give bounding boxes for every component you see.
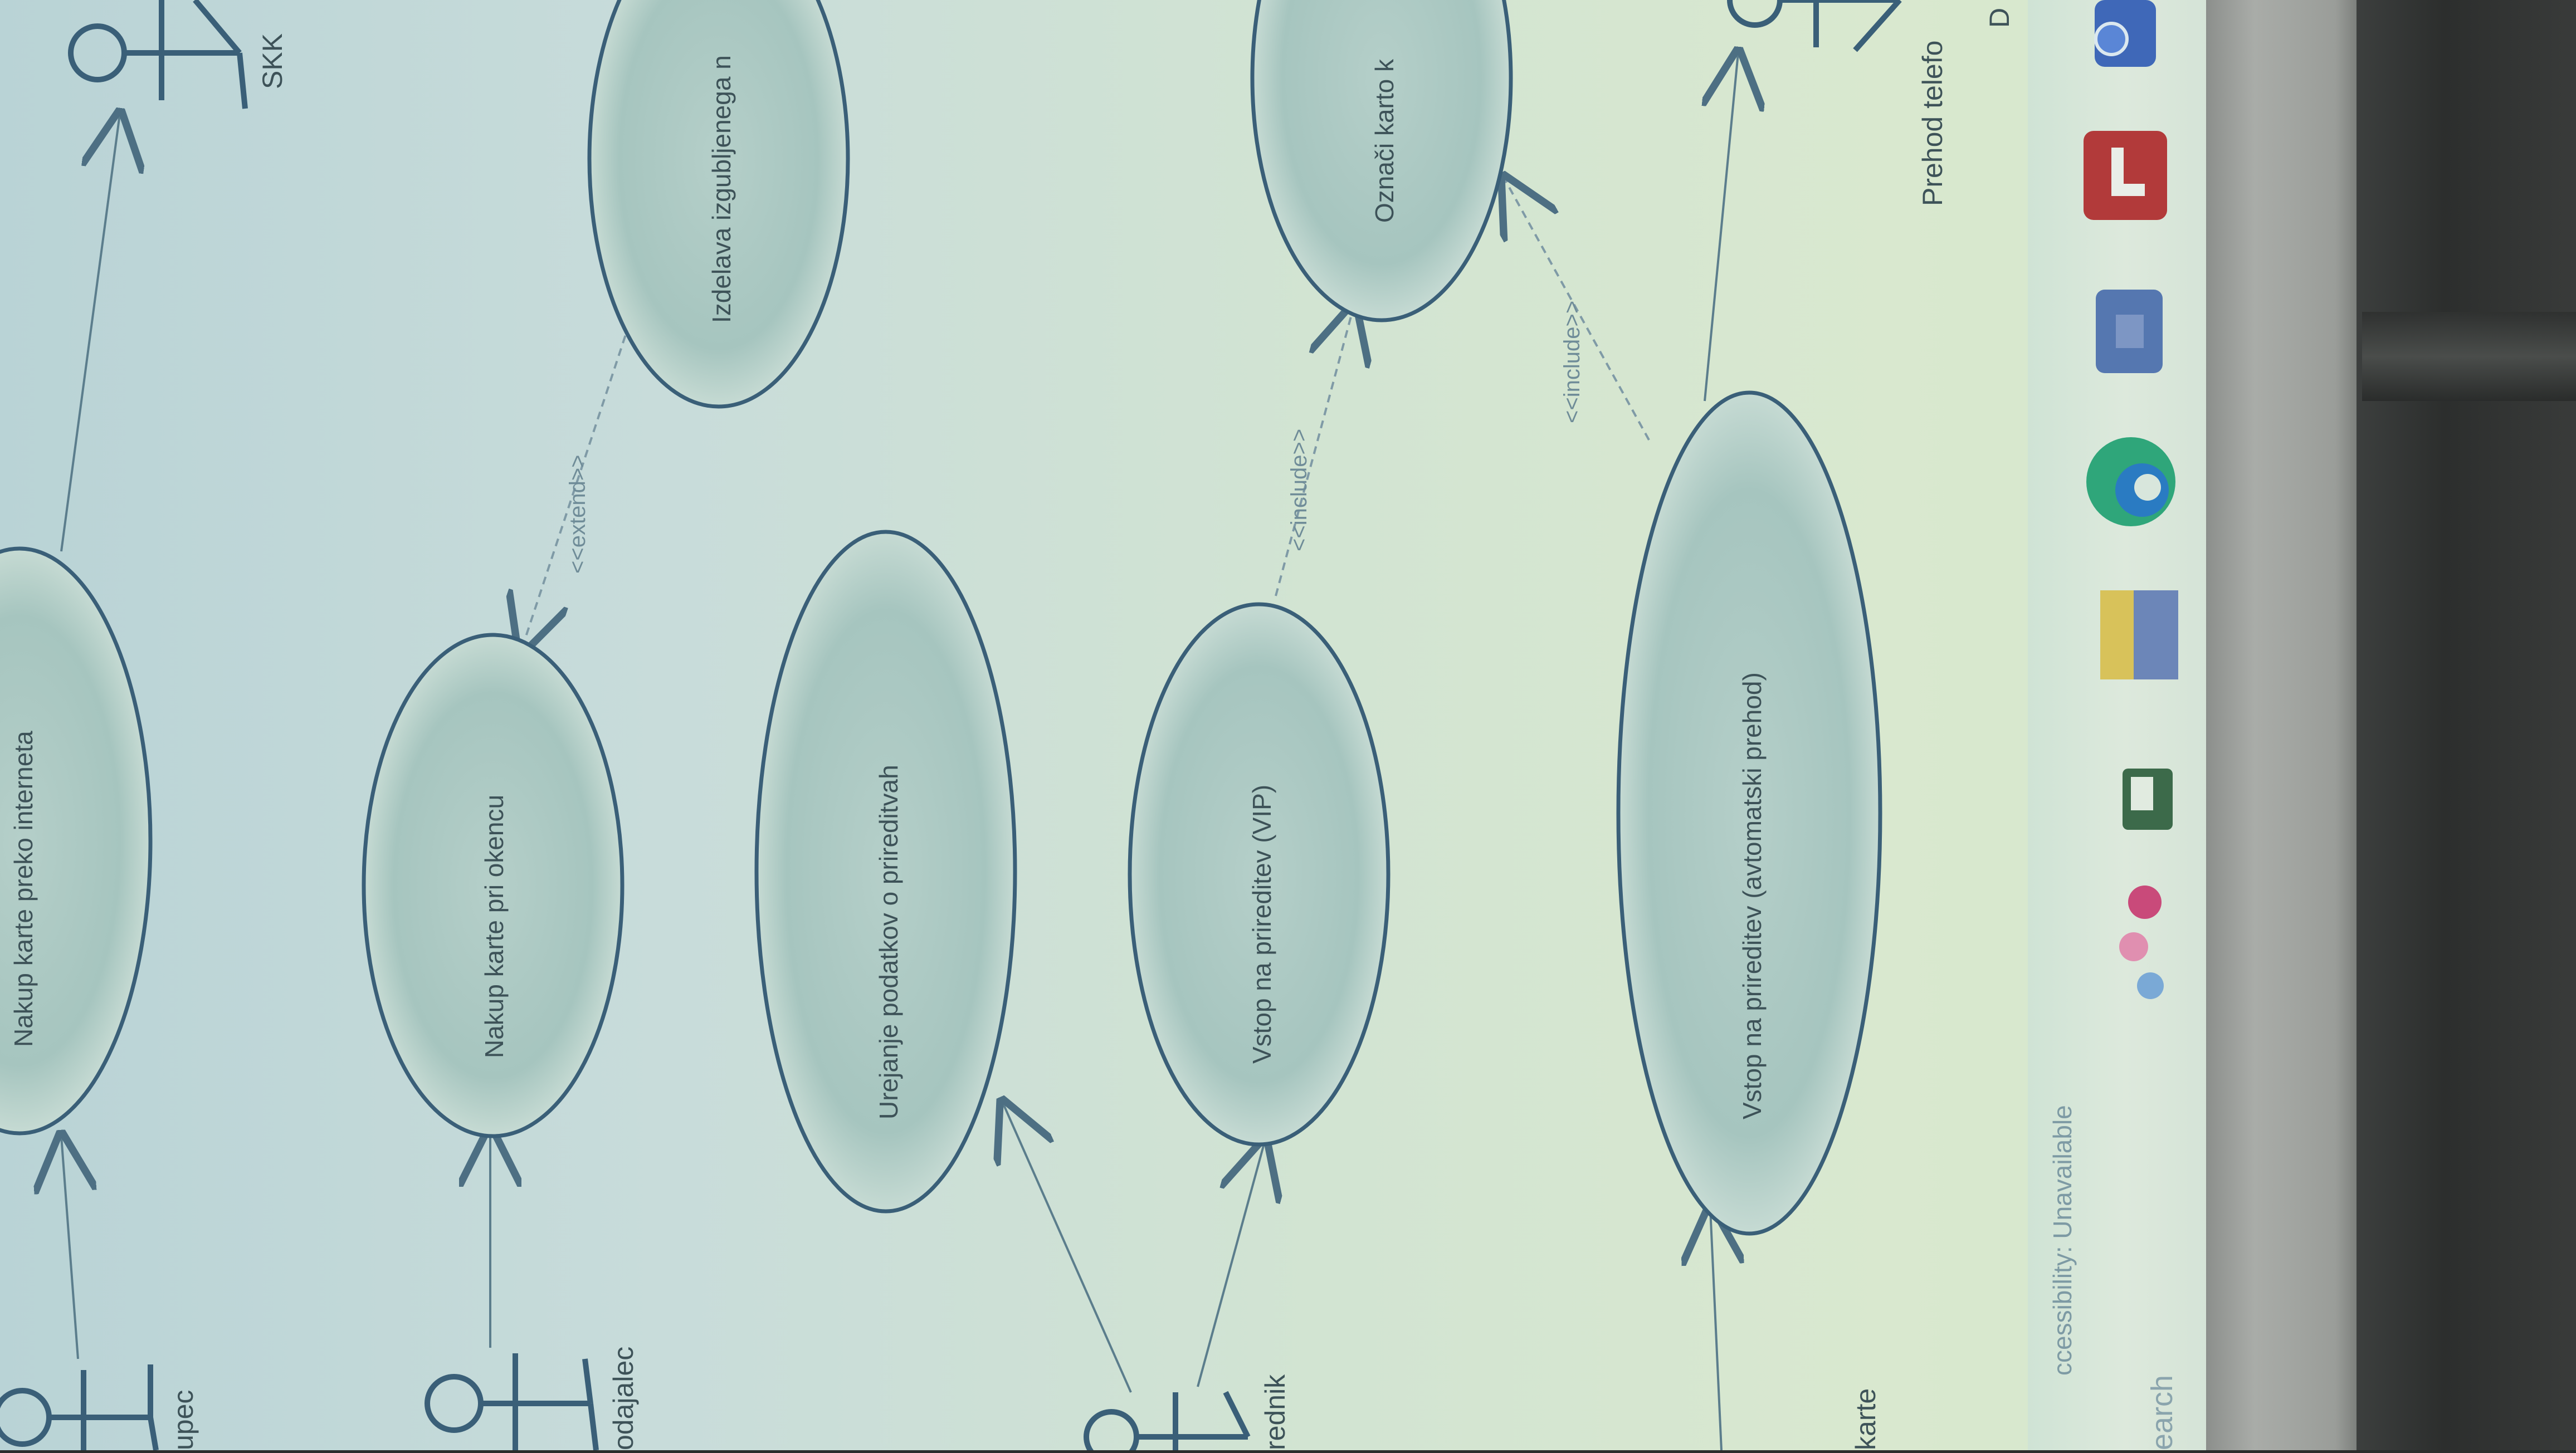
blue-app-icon[interactable]: [2096, 290, 2163, 373]
outlook-icon[interactable]: [2094, 0, 2156, 67]
wall-panel-edge: [2362, 312, 2576, 401]
wall-background: [2357, 0, 2576, 1450]
extend-label: <<extend>>: [565, 454, 590, 574]
association-rednik-urejanje: [1003, 1103, 1132, 1393]
use-case-label-vip: Vstop na prireditev (VIP): [1247, 784, 1276, 1064]
taskbar: ccessibility: Unavailable earch: [2028, 0, 2223, 1450]
use-case-nakup-internet: [0, 546, 153, 1136]
use-case-oznaci: [1250, 0, 1513, 322]
use-case-ellipses: [0, 0, 1882, 1236]
monitor-bezel: [2206, 0, 2368, 1450]
edge-icon[interactable]: [2086, 437, 2175, 526]
include-line-prehod: [1504, 178, 1650, 441]
association-rednik-vip: [1197, 1142, 1265, 1387]
use-case-label-urejanje: Urejanje podatkov o prireditvah: [874, 765, 903, 1119]
actor-odajalec-icon: [425, 1353, 599, 1451]
actor-skk-icon: [68, 0, 248, 109]
use-case-label-avtomatski: Vstop na prireditev (avtomatski prehod): [1738, 672, 1767, 1119]
colorful-app-icon[interactable]: [2119, 886, 2164, 999]
extend-line: [521, 322, 631, 652]
association-upec: [61, 1136, 78, 1359]
association-lines: [60, 53, 1738, 1451]
actor-rednik-icon: [1084, 1391, 1251, 1453]
include-line-vip: [1275, 306, 1354, 596]
actor-upec-icon: [0, 1364, 159, 1451]
use-case-label-oznaci: Označi karto k: [1370, 59, 1399, 223]
actor-label-skk: SKK: [257, 33, 288, 89]
actor-label-odajalec: odajalec: [608, 1346, 639, 1450]
include-label-vip: <<include>>: [1287, 428, 1311, 551]
association-karte: [1710, 1209, 1721, 1451]
actor-label-karte: karte: [1850, 1388, 1881, 1450]
use-case-vip: [1128, 602, 1391, 1147]
file-explorer-icon[interactable]: [2100, 590, 2178, 679]
use-case-diagram: [0, 0, 1902, 1453]
actor-label-rednik: rednik: [1260, 1374, 1291, 1450]
use-case-label-nakup-internet: Nakup karte preko interneta: [9, 731, 38, 1047]
accessibility-status: ccessibility: Unavailable: [2048, 1105, 2077, 1376]
association-skk: [60, 114, 120, 552]
use-case-label-izdelava: Izdelava izgubljenega n: [707, 55, 736, 323]
projected-screen: Nakup karte preko interneta Nakup karte …: [0, 0, 2223, 1453]
search-box[interactable]: earch: [2145, 1374, 2179, 1450]
association-prehod: [1705, 53, 1738, 402]
store-icon[interactable]: [2123, 769, 2173, 830]
include-label-prehod: <<include>>: [1560, 300, 1584, 423]
use-case-nakup-okence: [362, 633, 625, 1138]
use-case-label-nakup-okence: Nakup karte pri okencu: [480, 794, 509, 1058]
actor-label-upec: upec: [168, 1390, 199, 1450]
dependency-lines: [521, 178, 1650, 652]
prehod-label: Prehod telefo: [1917, 40, 1948, 206]
red-app-icon[interactable]: [2084, 131, 2167, 220]
use-case-urejanje: [754, 530, 1017, 1214]
prehod-label-2: D: [1984, 7, 2015, 28]
use-case-izdelava: [587, 0, 850, 409]
use-case-avtomatski: [1616, 390, 1882, 1236]
actor-prehod-icon: [1727, 0, 1902, 52]
